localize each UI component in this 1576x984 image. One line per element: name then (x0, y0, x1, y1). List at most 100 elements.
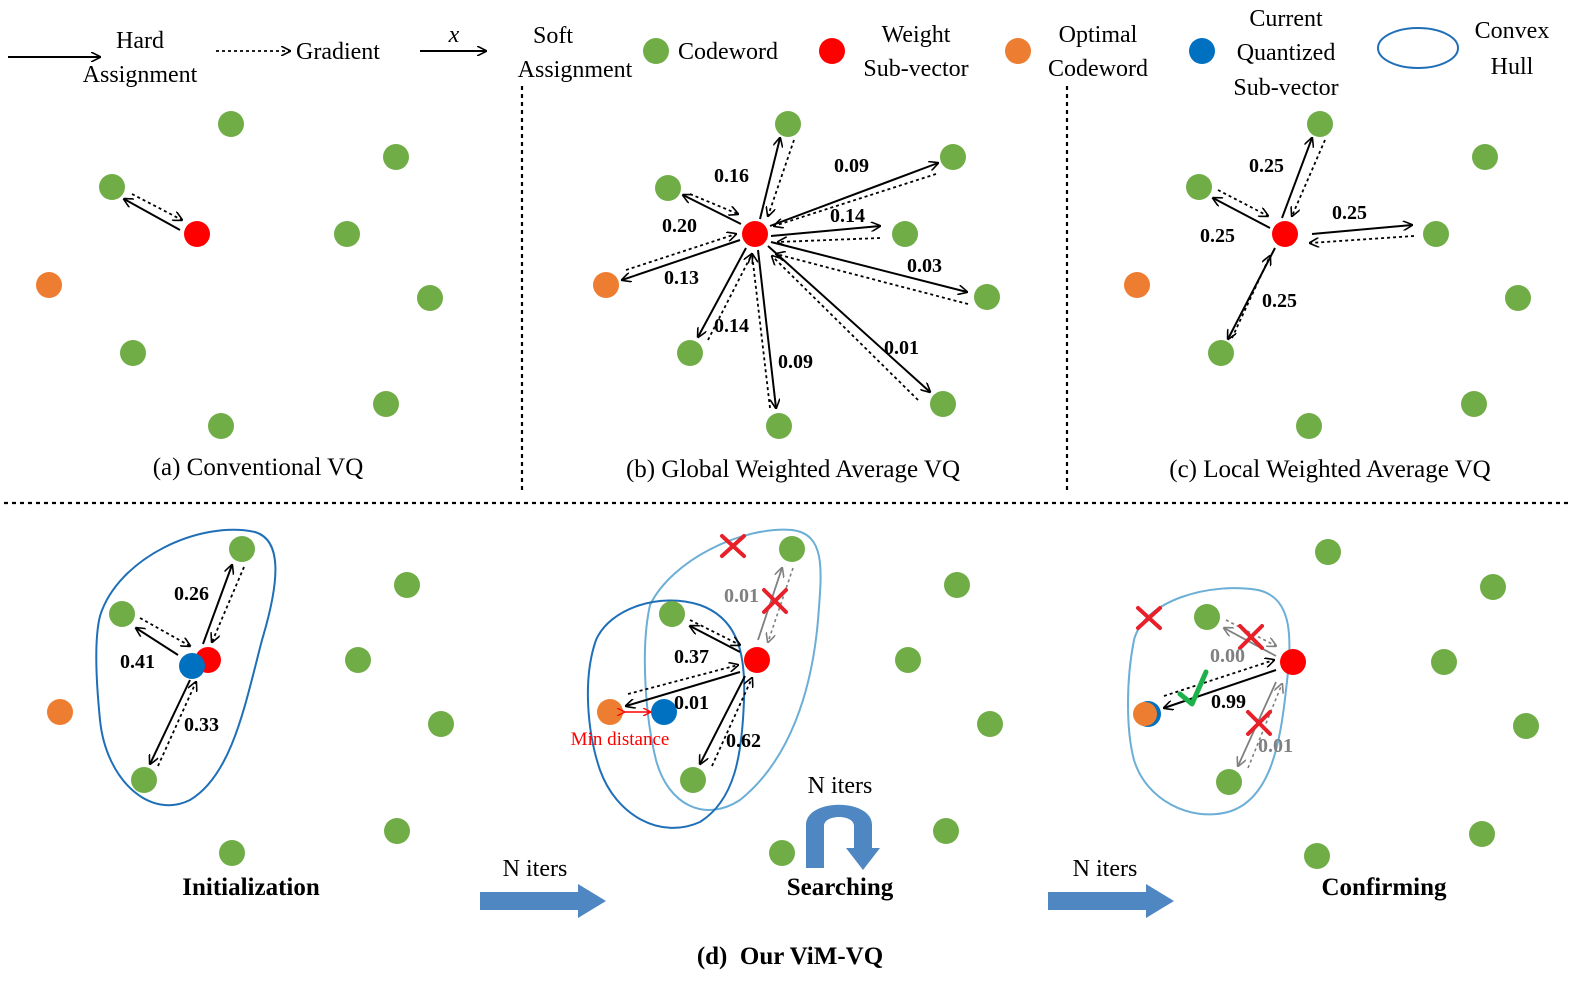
soft-assignment-arrow (700, 675, 746, 764)
codeword-dot (895, 647, 921, 673)
codeword-dot (659, 601, 685, 627)
current-quantized-dot (651, 699, 677, 725)
panel-b-caption: (b) Global Weighted Average VQ (626, 456, 960, 483)
panel-d-caption: (d) Our ViM-VQ (697, 943, 883, 970)
legend-current-line2: Quantized (1237, 40, 1336, 66)
gradient-arrow (1292, 139, 1326, 216)
codeword-dot (1480, 574, 1506, 600)
soft-assignment-arrow (150, 679, 191, 764)
codeword-dot (131, 767, 157, 793)
codeword-dot (892, 221, 918, 247)
weight-label: 0.20 (662, 215, 697, 237)
weight-label: 0.99 (1211, 691, 1246, 713)
legend-soft-line1: Soft (533, 23, 573, 49)
codeword-dot (334, 221, 360, 247)
cross-icon (1136, 606, 1162, 630)
codeword-dot (208, 413, 234, 439)
separators (4, 86, 1570, 505)
weight-label: 0.01 (884, 337, 919, 359)
optimal-dot-icon (1005, 38, 1031, 64)
weight-dot (184, 221, 210, 247)
weight-label-faded: 0.00 (1210, 645, 1245, 667)
weight-label: 0.33 (184, 714, 219, 736)
gradient-arrow (778, 238, 881, 242)
codeword-dot (417, 285, 443, 311)
legend-hull-line2: Hull (1491, 54, 1534, 80)
soft-assignment-arrow (626, 671, 741, 706)
codeword-dot (219, 840, 245, 866)
optimal-codeword-dot (1133, 702, 1157, 726)
soft-assignment-arrow (1213, 198, 1271, 229)
legend-weight: Weight Sub-vector (819, 22, 969, 82)
cross-icon (762, 588, 788, 614)
optimal-codeword-dot (597, 699, 623, 725)
codeword-dot (1304, 843, 1330, 869)
codeword-dot (1194, 604, 1220, 630)
optimal-codeword-dot (36, 272, 62, 298)
legend-codeword-label: Codeword (678, 39, 778, 65)
legend-current-line1: Current (1249, 6, 1323, 32)
right-block-arrow-icon (1048, 884, 1174, 918)
stage-initialization-label: Initialization (182, 874, 320, 901)
legend-current-line3: Sub-vector (1233, 75, 1338, 101)
gradient-arrow (1217, 189, 1268, 216)
codeword-dot (766, 413, 792, 439)
legend-hard-line1: Hard (116, 28, 164, 54)
codeword-dot (940, 144, 966, 170)
codeword-dot (428, 711, 454, 737)
convex-hull-light (643, 528, 822, 811)
soft-assignment-arrow (136, 628, 179, 656)
weight-label-faded: 0.01 (724, 585, 759, 607)
codeword-dot (1505, 285, 1531, 311)
gradient-arrow (212, 566, 245, 642)
legend-gradient-label: Gradient (296, 39, 380, 65)
min-distance-label: Min distance (571, 729, 670, 750)
panel-d-search: Min distance 0.01 0.37 0.01 0.62 N iters… (571, 528, 1003, 901)
codeword-dot (229, 536, 255, 562)
legend-soft-assignment: x Soft Assignment (420, 22, 633, 83)
soft-assignment-arrow (1164, 669, 1277, 708)
soft-assignment-arrow (770, 241, 967, 292)
codeword-dot (944, 572, 970, 598)
optimal-codeword-dot (593, 272, 619, 298)
weight-label: 0.03 (907, 255, 942, 277)
codeword-dot (384, 818, 410, 844)
codeword-dot (120, 340, 146, 366)
soft-assignment-arrow (769, 163, 938, 227)
weight-label: 0.14 (714, 315, 749, 337)
gradient-arrow (774, 173, 937, 226)
weight-label: 0.26 (174, 583, 209, 605)
codeword-dot (383, 144, 409, 170)
legend-gradient: Gradient (216, 39, 380, 65)
codeword-dot (345, 647, 371, 673)
codeword-dot (1461, 391, 1487, 417)
codeword-dot (769, 840, 795, 866)
weight-label: 0.01 (674, 692, 709, 714)
cross-icon (1246, 710, 1272, 736)
soft-assignment-arrow (683, 195, 742, 225)
soft-assignment-arrow (1281, 138, 1312, 219)
weight-label-faded: 0.01 (1258, 735, 1293, 757)
gradient-arrow-faded (768, 567, 794, 642)
soft-assignment-arrow (759, 138, 780, 220)
codeword-dot (779, 536, 805, 562)
iteration-arrow-1-label: N iters (503, 856, 568, 882)
codeword-dot (1296, 413, 1322, 439)
codeword-dot (218, 111, 244, 137)
legend-soft-symbol: x (448, 22, 460, 48)
legend: Hard Assignment Gradient x Soft Assignme… (8, 6, 1549, 101)
gradient-arrow (139, 617, 190, 646)
weight-label: 0.14 (830, 205, 865, 227)
soft-assignment-arrow (690, 626, 741, 653)
codeword-dot (373, 391, 399, 417)
panel-d-confirm: 0.00 0.99 0.01 Confirming (1127, 539, 1539, 901)
codeword-dot (930, 391, 956, 417)
gradient-arrow (752, 254, 771, 409)
codeword-dot-icon (643, 38, 669, 64)
gradient-arrow (711, 678, 752, 767)
codeword-dot (1472, 144, 1498, 170)
weight-dot (742, 221, 768, 247)
convex-hull-icon (1377, 27, 1459, 69)
legend-hull: Convex Hull (1377, 18, 1549, 80)
weight-dot (744, 647, 770, 673)
